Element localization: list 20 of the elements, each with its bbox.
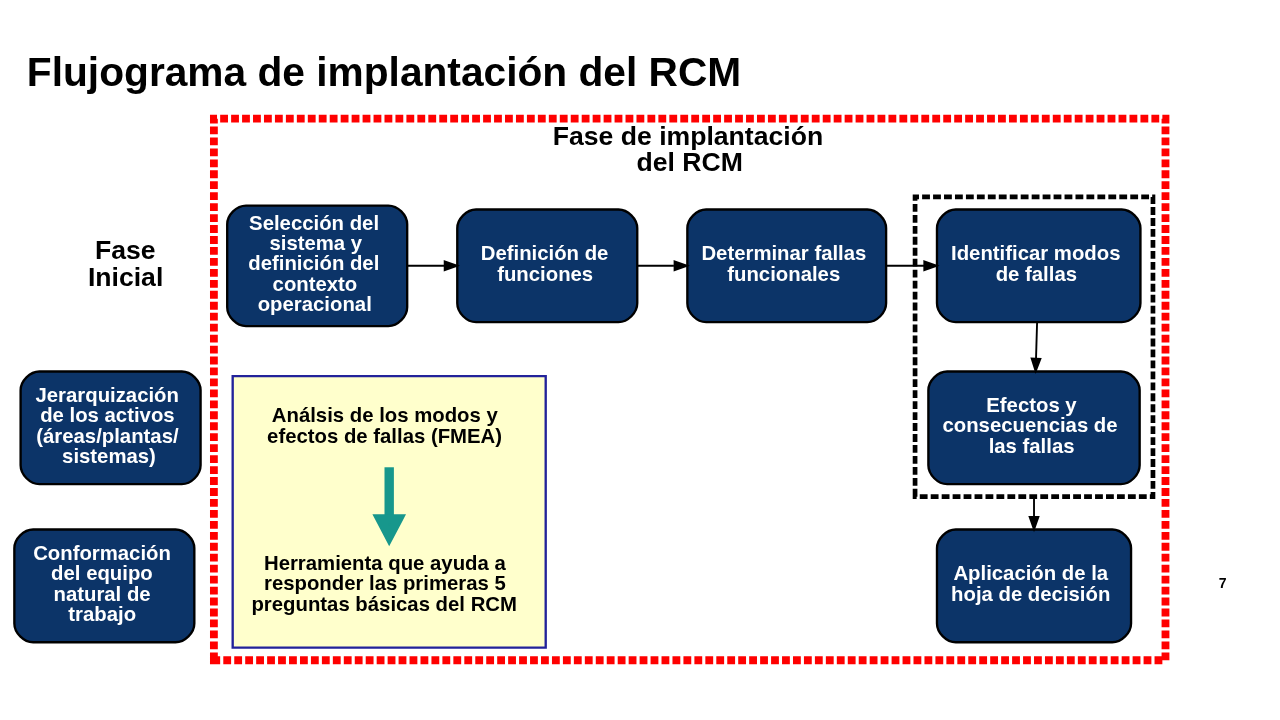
diagram-title: Flujograma de implantación del RCM (26, 48, 742, 95)
node-box: Aplicación de la hoja de decisión (935, 527, 1133, 643)
arrow (372, 466, 406, 546)
node-box: Conformación del equipo natural de trabajo (13, 527, 196, 643)
node-box: Definición de funciones (456, 207, 639, 323)
arrow (1030, 321, 1042, 374)
node-box: Jerarquización de los activos (áreas/plantas/ sistemas) (19, 369, 202, 485)
node-box: Determinar fallas funcionales (686, 207, 888, 323)
cluster (912, 194, 1156, 499)
cluster (231, 374, 547, 649)
arrow (406, 259, 461, 271)
node-text: Herramienta que ayuda a responder las primeras 5 preguntas básicas del RCM (251, 551, 517, 615)
node-box: Efectos y consecuencias de las fallas (927, 369, 1141, 485)
node-box: Selección del sistema y definición del contexto operacional (226, 203, 409, 327)
label: 7 (1218, 574, 1227, 591)
node-text: Análsis de los modos y efectos de fallas (FMEA) (267, 403, 503, 447)
label: Fase Inicial (87, 234, 164, 292)
arrow (885, 259, 940, 271)
arrow (636, 259, 690, 271)
node-box: Identificar modos de fallas (935, 207, 1142, 323)
